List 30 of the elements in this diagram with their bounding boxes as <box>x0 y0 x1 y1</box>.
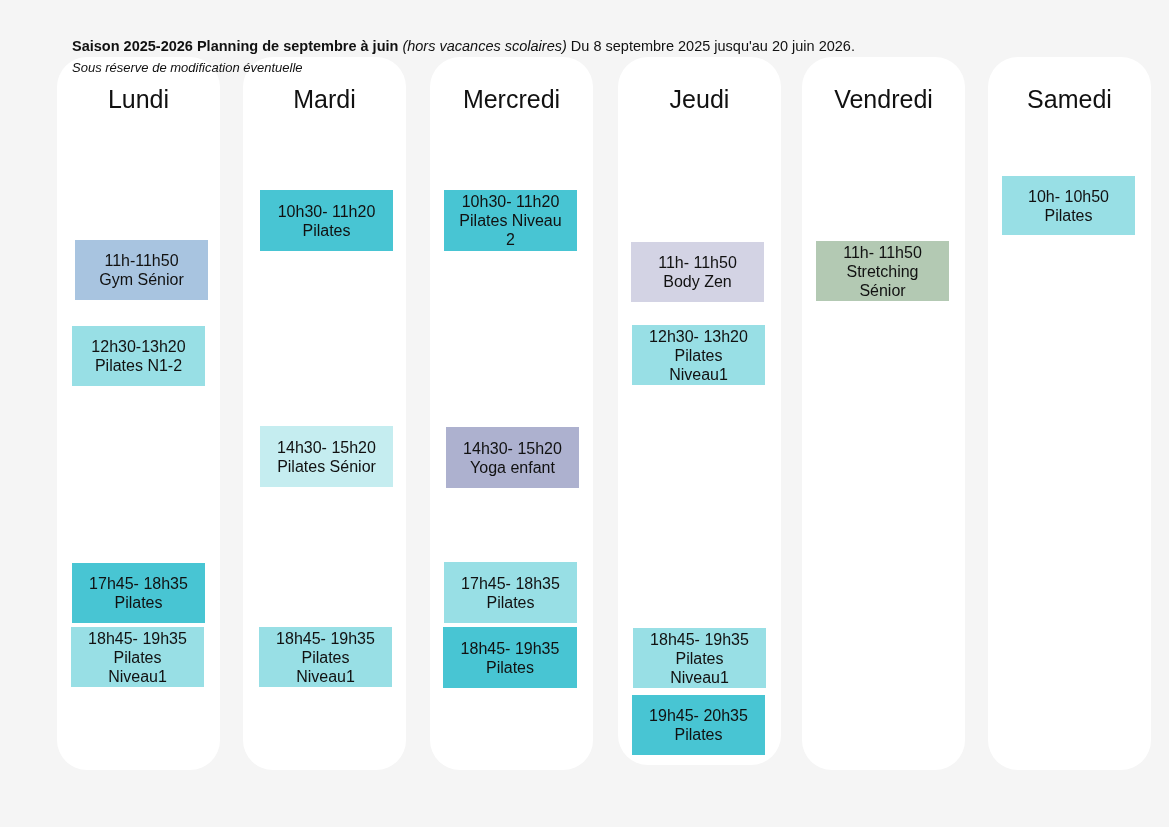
day-column <box>802 57 965 770</box>
schedule-title: Saison 2025-2026 Planning de septembre à juin (hors vacances scolaires) Du 8 septembre 2025 jusqu'au 20 juin 2026. <box>72 38 855 54</box>
class-slot: 12h30- 13h20 Pilates Niveau1 <box>632 325 765 385</box>
class-slot: 11h-11h50 Gym Sénior <box>75 240 208 300</box>
class-slot: 18h45- 19h35 Pilates Niveau1 <box>259 627 392 687</box>
disclaimer-note: Sous réserve de modification éventuelle <box>72 60 303 75</box>
day-heading: Lundi <box>106 85 171 114</box>
class-slot: 17h45- 18h35 Pilates <box>444 562 577 623</box>
class-slot: 10h30- 11h20 Pilates Niveau 2 <box>444 190 577 251</box>
day-heading: Samedi <box>1026 85 1113 114</box>
class-slot: 19h45- 20h35 Pilates <box>632 695 765 755</box>
day-heading: Mardi <box>292 85 357 114</box>
day-heading: Vendredi <box>833 85 934 114</box>
day-column <box>988 57 1151 770</box>
day-heading: Mercredi <box>461 85 562 114</box>
class-slot: 11h- 11h50 Body Zen <box>631 242 764 302</box>
class-slot: 17h45- 18h35 Pilates <box>72 563 205 623</box>
day-column <box>430 57 593 770</box>
class-slot: 10h- 10h50 Pilates <box>1002 176 1135 235</box>
class-slot: 12h30-13h20 Pilates N1-2 <box>72 326 205 386</box>
day-column <box>243 57 406 770</box>
day-heading: Jeudi <box>668 85 731 114</box>
class-slot: 18h45- 19h35 Pilates Niveau1 <box>71 627 204 687</box>
class-slot: 11h- 11h50 Stretching Sénior <box>816 241 949 301</box>
class-slot: 14h30- 15h20 Pilates Sénior <box>260 426 393 487</box>
class-slot: 14h30- 15h20 Yoga enfant <box>446 427 579 488</box>
class-slot: 18h45- 19h35 Pilates <box>443 627 577 688</box>
class-slot: 10h30- 11h20 Pilates <box>260 190 393 251</box>
class-slot: 18h45- 19h35 Pilates Niveau1 <box>633 628 766 688</box>
day-column <box>618 57 781 765</box>
